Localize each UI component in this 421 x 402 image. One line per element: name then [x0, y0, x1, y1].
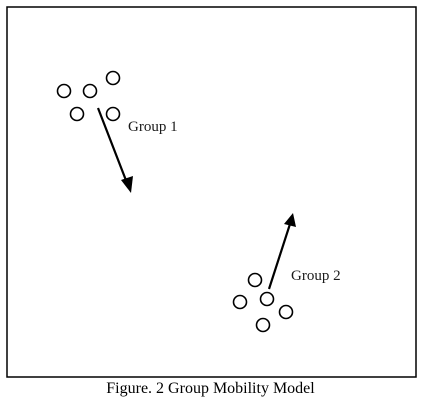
group-2-node: [259, 291, 275, 307]
group-1-node: [82, 83, 98, 99]
diagram-frame: [6, 6, 417, 378]
group-1-node: [105, 70, 121, 86]
group-2-node: [278, 304, 294, 320]
group-2-node: [255, 317, 271, 333]
group-2-movement-arrow: [267, 223, 292, 290]
group-1-node: [69, 106, 85, 122]
group-2-arrowhead: [284, 213, 296, 227]
group-2-node: [232, 294, 248, 310]
group-2-label: Group 2: [291, 268, 341, 284]
group-1-node: [56, 83, 72, 99]
group-1-node: [105, 106, 121, 122]
group-2-node: [247, 272, 263, 288]
group-1-label: Group 1: [128, 119, 178, 135]
group-1-movement-arrow: [96, 107, 129, 184]
group-1-arrowhead: [121, 176, 133, 193]
figure-caption: Figure. 2 Group Mobility Model: [106, 380, 315, 397]
group-2: Group 2: [232, 213, 341, 333]
group-1: Group 1: [56, 70, 178, 193]
